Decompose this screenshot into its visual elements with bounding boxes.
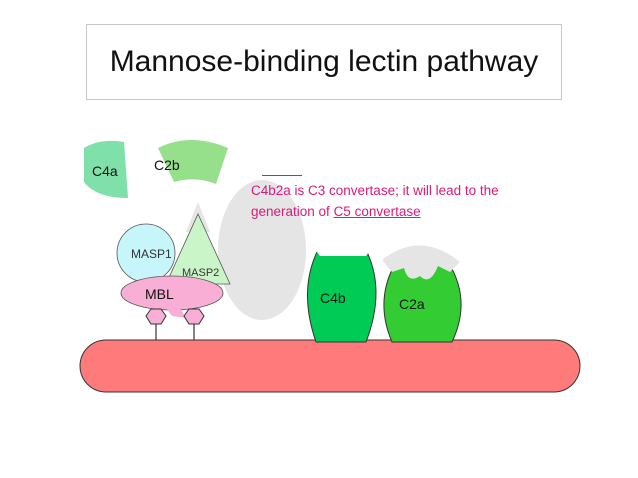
mannose-hexagon-left: [145, 308, 167, 325]
convertase-note-text: C4b2a is C3 convertase; it will lead to …: [251, 183, 499, 219]
c2b-fragment: [158, 140, 228, 184]
gray-background-shape: [218, 180, 306, 320]
c5-convertase-link[interactable]: C5 convertase: [333, 204, 421, 219]
mbl-label: MBL: [145, 286, 174, 302]
masp2-label: MASP2: [182, 267, 219, 279]
page-title: Mannose-binding lectin pathway: [109, 45, 539, 78]
c4a-fragment: [84, 140, 128, 198]
c4b-label: C4b: [320, 290, 346, 306]
title-box: Mannose-binding lectin pathway: [86, 24, 562, 100]
note-dash: [262, 175, 302, 176]
c2a-gray-cap: [382, 245, 460, 280]
mannose-hexagon-right: [183, 308, 205, 325]
convertase-note: C4b2a is C3 convertase; it will lead to …: [251, 180, 541, 222]
c2b-label: C2b: [154, 157, 180, 173]
cell-membrane: [79, 339, 581, 393]
c4a-label: C4a: [92, 163, 118, 179]
mbl-foot: [166, 308, 186, 318]
c2a-label: C2a: [399, 296, 425, 312]
c4b-top-notch: [306, 231, 378, 256]
masp1-label: MASP1: [131, 247, 172, 261]
